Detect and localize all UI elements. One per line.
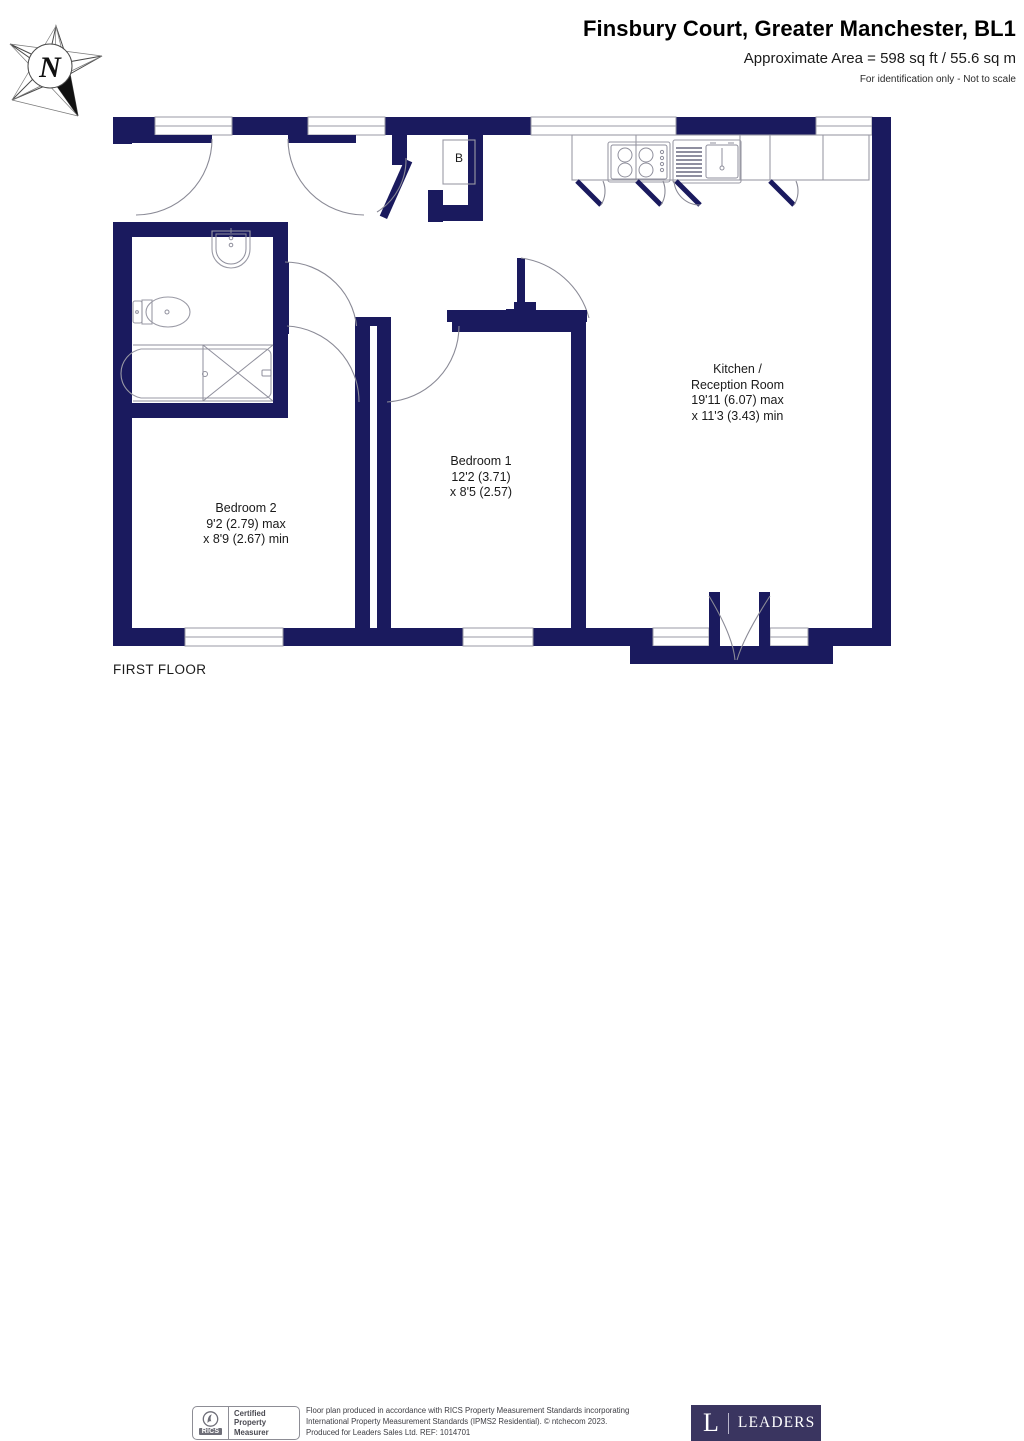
entrance-bay — [630, 592, 833, 664]
rics-badge-text: Certified Property Measurer — [229, 1409, 269, 1437]
unit-door-1 — [575, 179, 606, 207]
window-top-4 — [815, 116, 873, 136]
door-hall-kitchen — [447, 257, 590, 322]
bathroom-fixtures — [120, 228, 274, 402]
disclaimer-text: For identification only - Not to scale — [859, 74, 1016, 86]
door-bedroom2-inner — [286, 325, 363, 403]
rics-line-1: Certified — [234, 1408, 266, 1418]
bath-icon — [120, 344, 274, 402]
window-bottom-3 — [652, 627, 710, 647]
window-top-3 — [530, 116, 677, 136]
legal-line-3: Produced for Leaders Sales Ltd. REF: 101… — [306, 1428, 471, 1438]
hob-icon — [607, 141, 671, 183]
approximate-area-text: Approximate Area = 598 sq ft / 55.6 sq m — [743, 50, 1016, 68]
compass-north-letter: N — [38, 51, 62, 84]
door-bedroom2-top — [132, 135, 213, 216]
window-bottom-2 — [462, 627, 534, 647]
door-hall-top — [287, 135, 365, 216]
plan-header: Finsbury Court, Greater Manchester, BL1 … — [316, 0, 1016, 85]
doors — [132, 135, 590, 403]
unit-door-2 — [635, 179, 666, 207]
boiler-label: B — [455, 151, 464, 165]
window-top-2 — [307, 116, 386, 136]
rics-line-2: Property — [234, 1418, 267, 1428]
toilet-icon — [132, 296, 191, 328]
unit-door-4 — [768, 179, 799, 207]
room-label-bedroom-1: Bedroom 1 12'2 (3.71) x 8'5 (2.57) — [449, 454, 513, 499]
exterior-walls — [113, 116, 891, 647]
interior-walls — [113, 135, 586, 632]
window-bottom-4 — [769, 627, 809, 647]
boiler-cupboard — [442, 139, 476, 185]
plan-footer: RICS Certified Property Measurer Floor p… — [0, 698, 1024, 1441]
legal-line-2: International Property Measurement Stand… — [306, 1417, 608, 1427]
legal-line-1: Floor plan produced in accordance with R… — [306, 1406, 630, 1415]
window-top-1 — [154, 116, 233, 136]
compass-rose-icon: N — [4, 20, 108, 124]
floor-plan-drawing: .wall { fill: #1a1a5e; } .thin { fill: n… — [113, 116, 891, 664]
door-bathroom — [281, 261, 358, 335]
unit-door-3 — [673, 179, 702, 207]
room-label-bedroom-2: Bedroom 2 9'2 (2.79) max x 8'9 (2.67) mi… — [203, 501, 289, 546]
basin-icon — [211, 228, 251, 269]
rics-certified-badge: RICS Certified Property Measurer — [192, 1406, 300, 1440]
legal-disclaimer: Floor plan produced in accordance with R… — [306, 1405, 696, 1439]
room-label-kitchen: Kitchen / Reception Room 19'11 (6.07) ma… — [690, 362, 785, 423]
kitchen-units — [571, 134, 870, 207]
door-cupboard-boiler — [376, 157, 413, 219]
leaders-brand-logo: L LEADERS — [691, 1405, 821, 1441]
floor-level-label: FIRST FLOOR — [113, 662, 207, 677]
rics-line-3: Measurer — [234, 1427, 269, 1437]
leaders-wordmark: LEADERS — [737, 1414, 816, 1431]
door-bedroom1 — [383, 325, 460, 403]
rics-logo-icon: RICS — [193, 1407, 229, 1439]
window-bottom-1 — [184, 627, 284, 647]
sink-icon — [672, 139, 742, 184]
leaders-monogram: L — [703, 1408, 719, 1437]
rics-wordmark: RICS — [198, 1428, 223, 1435]
page-title: Finsbury Court, Greater Manchester, BL1 — [582, 16, 1016, 41]
